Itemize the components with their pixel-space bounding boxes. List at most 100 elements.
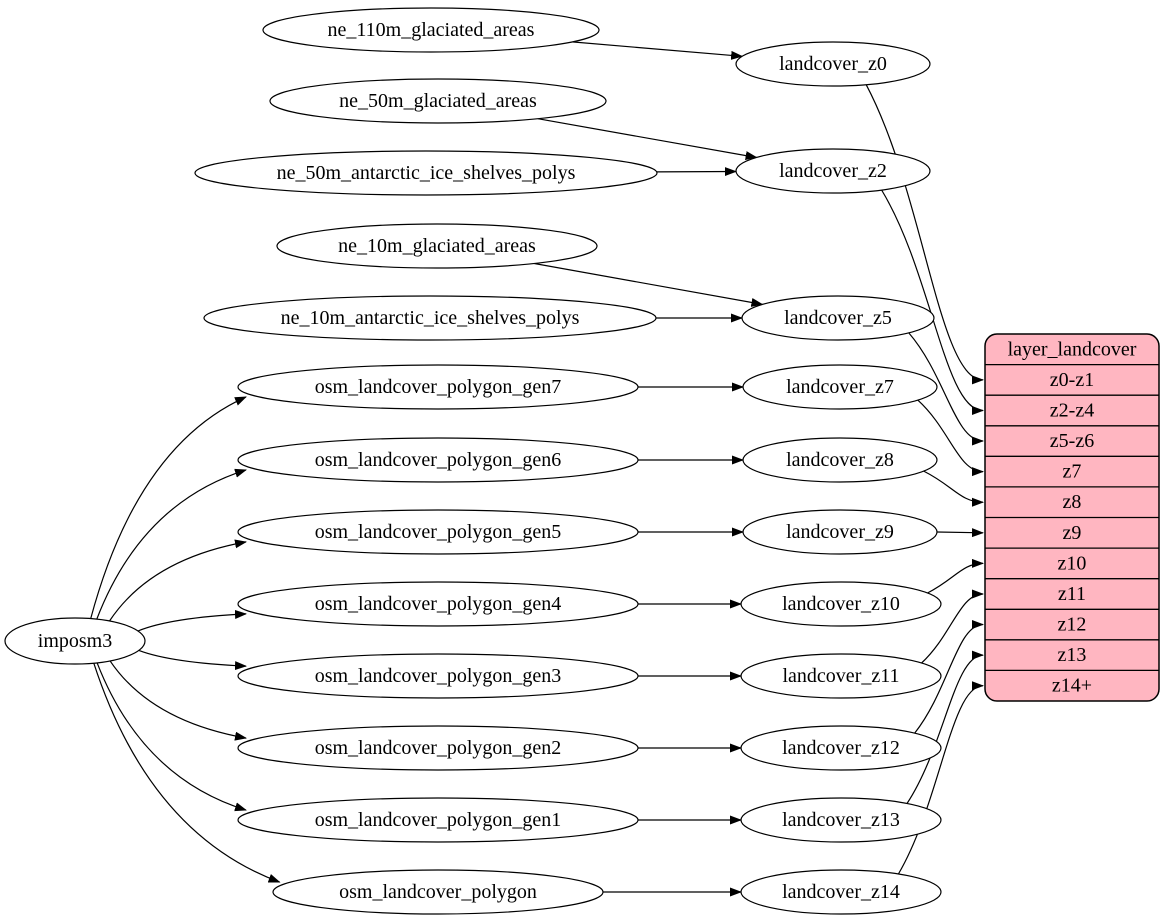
edge-ne_50m_glaciated_areas-to-landcover_z2 xyxy=(537,118,758,161)
node-landcover_z9: landcover_z9 xyxy=(742,509,938,555)
record-row-z9: z9 xyxy=(1063,522,1082,544)
node-shape-landcover_z11 xyxy=(740,653,942,699)
edge-landcover_z7-to-layer_landcover-z7 xyxy=(917,399,984,477)
node-shape-landcover_z8 xyxy=(742,437,938,483)
record-row-z0-z1: z0-z1 xyxy=(1050,369,1094,391)
node-shape-osm_landcover_polygon xyxy=(272,869,604,915)
record-title: layer_landcover xyxy=(1008,338,1137,360)
edge-imposm3-to-osm_landcover_polygon_gen4 xyxy=(137,609,247,632)
node-landcover_z10: landcover_z10 xyxy=(740,581,942,627)
nodes-layer: imposm3 ne_110m_glaciated_areas ne_50m_gla… xyxy=(4,7,942,915)
node-osm_landcover_polygon_gen4: osm_landcover_polygon_gen4 xyxy=(237,581,639,627)
node-shape-ne_10m_glaciated_areas xyxy=(276,223,598,269)
edge-landcover_z10-to-layer_landcover-z10 xyxy=(927,558,984,594)
edge-landcover_z14-to-layer_landcover-z14+ xyxy=(897,681,984,875)
record-row-z5-z6: z5-z6 xyxy=(1050,430,1094,452)
node-shape-osm_landcover_polygon_gen1 xyxy=(237,797,639,843)
edge-imposm3-to-osm_landcover_polygon_gen1 xyxy=(96,662,247,812)
node-label-landcover_z5: landcover_z5 xyxy=(784,307,892,329)
node-shape-osm_landcover_polygon_gen7 xyxy=(237,364,639,410)
node-shape-landcover_z7 xyxy=(742,364,938,410)
node-osm_landcover_polygon_gen5: osm_landcover_polygon_gen5 xyxy=(237,509,639,555)
node-ne_50m_glaciated_areas: ne_50m_glaciated_areas xyxy=(269,78,607,124)
edge-landcover_z0-to-layer_landcover-z0-z1 xyxy=(865,84,984,385)
record-row-z11: z11 xyxy=(1058,583,1086,605)
node-shape-landcover_z12 xyxy=(740,725,942,771)
node-shape-landcover_z9 xyxy=(742,509,938,555)
edge-imposm3-to-osm_landcover_polygon xyxy=(93,663,281,883)
node-osm_landcover_polygon_gen7: osm_landcover_polygon_gen7 xyxy=(237,364,639,410)
node-landcover_z12: landcover_z12 xyxy=(740,725,942,771)
node-shape-ne_50m_antarctic_ice_shelves_polys xyxy=(194,150,658,196)
node-osm_landcover_polygon_gen2: osm_landcover_polygon_gen2 xyxy=(237,725,639,771)
node-shape-landcover_z13 xyxy=(740,797,942,843)
record-row-z14+: z14+ xyxy=(1052,675,1092,697)
node-label-ne_10m_antarctic_ice_shelves_polys: ne_10m_antarctic_ice_shelves_polys xyxy=(281,307,580,329)
node-label-landcover_z12: landcover_z12 xyxy=(782,737,900,759)
node-label-ne_50m_glaciated_areas: ne_50m_glaciated_areas xyxy=(339,90,537,112)
node-label-osm_landcover_polygon_gen6: osm_landcover_polygon_gen6 xyxy=(315,449,562,471)
record-row-z13: z13 xyxy=(1058,644,1087,666)
record-row-z2-z4: z2-z4 xyxy=(1050,400,1094,422)
node-ne_50m_antarctic_ice_shelves_polys: ne_50m_antarctic_ice_shelves_polys xyxy=(194,150,658,196)
edge-landcover_z5-to-layer_landcover-z5-z6 xyxy=(908,332,984,446)
node-label-osm_landcover_polygon_gen2: osm_landcover_polygon_gen2 xyxy=(315,737,562,759)
node-osm_landcover_polygon: osm_landcover_polygon xyxy=(272,869,604,915)
node-shape-landcover_z10 xyxy=(740,581,942,627)
node-label-osm_landcover_polygon_gen5: osm_landcover_polygon_gen5 xyxy=(315,521,562,543)
node-landcover_z7: landcover_z7 xyxy=(742,364,938,410)
node-label-ne_10m_glaciated_areas: ne_10m_glaciated_areas xyxy=(338,235,536,257)
node-landcover_z11: landcover_z11 xyxy=(740,653,942,699)
edge-imposm3-to-osm_landcover_polygon_gen2 xyxy=(109,660,247,741)
node-landcover_z5: landcover_z5 xyxy=(741,295,935,341)
node-osm_landcover_polygon_gen3: osm_landcover_polygon_gen3 xyxy=(237,653,639,699)
node-shape-landcover_z2 xyxy=(735,148,931,194)
record-layer: layer_landcover z0-z1 z2-z4 z5-z6 z7 z8 z9 z10 z… xyxy=(984,333,1160,702)
edge-landcover_z9-to-layer_landcover-z9 xyxy=(936,528,984,538)
node-label-landcover_z2: landcover_z2 xyxy=(779,160,887,182)
node-label-osm_landcover_polygon_gen3: osm_landcover_polygon_gen3 xyxy=(315,665,562,687)
node-shape-imposm3 xyxy=(4,617,146,665)
node-shape-osm_landcover_polygon_gen4 xyxy=(237,581,639,627)
node-label-landcover_z13: landcover_z13 xyxy=(782,809,900,831)
node-label-osm_landcover_polygon_gen7: osm_landcover_polygon_gen7 xyxy=(315,376,562,398)
record-row-z8: z8 xyxy=(1063,491,1082,513)
node-osm_landcover_polygon_gen6: osm_landcover_polygon_gen6 xyxy=(237,437,639,483)
edge-ne_10m_glaciated_areas-to-landcover_z5 xyxy=(534,262,764,307)
node-shape-osm_landcover_polygon_gen2 xyxy=(237,725,639,771)
node-landcover_z8: landcover_z8 xyxy=(742,437,938,483)
node-ne_10m_antarctic_ice_shelves_polys: ne_10m_antarctic_ice_shelves_polys xyxy=(203,295,657,341)
record-layer_landcover: layer_landcover z0-z1 z2-z4 z5-z6 z7 z8 z9 z10 z… xyxy=(984,333,1160,702)
edge-imposm3-to-osm_landcover_polygon_gen6 xyxy=(96,468,247,620)
edge-imposm3-to-osm_landcover_polygon_gen5 xyxy=(109,539,247,622)
node-label-landcover_z8: landcover_z8 xyxy=(786,449,894,471)
node-label-landcover_z11: landcover_z11 xyxy=(783,665,900,687)
node-label-landcover_z10: landcover_z10 xyxy=(782,593,900,615)
node-shape-osm_landcover_polygon_gen3 xyxy=(237,653,639,699)
node-label-osm_landcover_polygon_gen4: osm_landcover_polygon_gen4 xyxy=(315,593,562,615)
node-label-osm_landcover_polygon_gen1: osm_landcover_polygon_gen1 xyxy=(315,809,562,831)
node-label-imposm3: imposm3 xyxy=(38,630,112,652)
node-osm_landcover_polygon_gen1: osm_landcover_polygon_gen1 xyxy=(237,797,639,843)
edge-landcover_z13-to-layer_landcover-z13 xyxy=(906,650,984,804)
node-label-landcover_z9: landcover_z9 xyxy=(786,521,894,543)
node-label-landcover_z0: landcover_z0 xyxy=(779,53,887,75)
edge-ne_110m_glaciated_areas-to-landcover_z0 xyxy=(572,41,744,60)
node-imposm3: imposm3 xyxy=(4,617,146,665)
node-landcover_z14: landcover_z14 xyxy=(740,869,942,915)
node-label-ne_110m_glaciated_areas: ne_110m_glaciated_areas xyxy=(328,19,535,41)
edge-landcover_z12-to-layer_landcover-z12 xyxy=(914,620,984,734)
edges-layer xyxy=(90,41,984,897)
record-row-z12: z12 xyxy=(1058,614,1087,636)
node-shape-ne_50m_glaciated_areas xyxy=(269,78,607,124)
node-shape-osm_landcover_polygon_gen5 xyxy=(237,509,639,555)
node-label-ne_50m_antarctic_ice_shelves_polys: ne_50m_antarctic_ice_shelves_polys xyxy=(277,162,576,184)
edge-imposm3-to-osm_landcover_polygon_gen3 xyxy=(138,649,247,671)
record-row-z10: z10 xyxy=(1058,552,1087,574)
edge-landcover_z2-to-layer_landcover-z2-z4 xyxy=(881,189,984,415)
record-row-z7: z7 xyxy=(1063,461,1082,483)
node-landcover_z2: landcover_z2 xyxy=(735,148,931,194)
edge-imposm3-to-osm_landcover_polygon_gen7 xyxy=(90,396,247,619)
node-landcover_z0: landcover_z0 xyxy=(735,41,931,87)
edge-landcover_z8-to-layer_landcover-z8 xyxy=(923,470,984,507)
